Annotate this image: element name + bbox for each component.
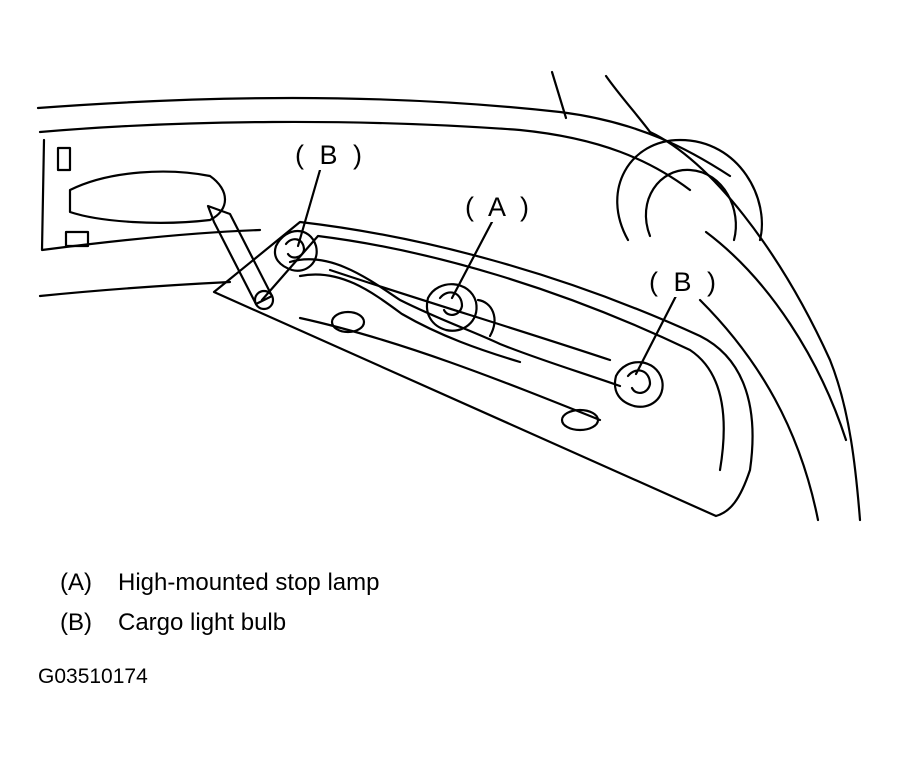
- left-panel-lower: [38, 280, 232, 298]
- leader-line-a: [450, 218, 495, 300]
- mount-boss-right: [560, 408, 600, 432]
- legend-key: (B): [60, 609, 92, 636]
- roof-pillar-line-2: [604, 74, 652, 134]
- strut-pivot: [253, 289, 275, 311]
- headliner-outline: [36, 96, 732, 178]
- left-clip-top: [56, 146, 72, 172]
- legend-key: (A): [60, 569, 92, 596]
- callout-b-left: ( B ): [293, 140, 368, 170]
- grab-handle-outer: [616, 138, 763, 242]
- rear-pillar-outer: [648, 130, 862, 522]
- legend-text: Cargo light bulb: [118, 609, 287, 636]
- housing-rib-1: [298, 316, 602, 422]
- legend-row-a: (A) High-mounted stop lamp: [60, 568, 379, 598]
- wiring-harness-2: [298, 273, 522, 364]
- gas-strut: [206, 204, 274, 306]
- lamp-housing-outer: [212, 220, 754, 518]
- legend-text: High-mounted stop lamp: [118, 569, 380, 596]
- line-drawing: [36, 70, 862, 522]
- rear-pillar-inner: [698, 298, 820, 522]
- left-clip-bottom: [64, 230, 90, 248]
- wiring-harness: [288, 258, 622, 388]
- grab-handle-inner: [644, 168, 737, 242]
- left-vent: [68, 170, 226, 224]
- leader-line-b-left: [296, 168, 322, 248]
- figure-id: G03510174: [38, 665, 148, 688]
- callout-a: ( A ): [463, 192, 536, 222]
- lamp-housing-inner: [260, 234, 725, 472]
- legend-row-b: (B) Cargo light bulb: [60, 608, 286, 638]
- callout-b-right: ( B ): [647, 267, 722, 297]
- leader-line-b-right: [634, 294, 678, 376]
- rear-pillar-mid: [704, 230, 848, 442]
- roof-pillar-line: [550, 70, 568, 120]
- mount-boss-left: [330, 310, 366, 334]
- left-trim-outline: [40, 138, 262, 252]
- housing-rib-2: [328, 268, 612, 362]
- cargo-light-bulb-left-socket: [273, 230, 318, 272]
- cargo-light-bulb-right-socket: [613, 361, 664, 408]
- high-mounted-stop-lamp-socket: [425, 283, 496, 338]
